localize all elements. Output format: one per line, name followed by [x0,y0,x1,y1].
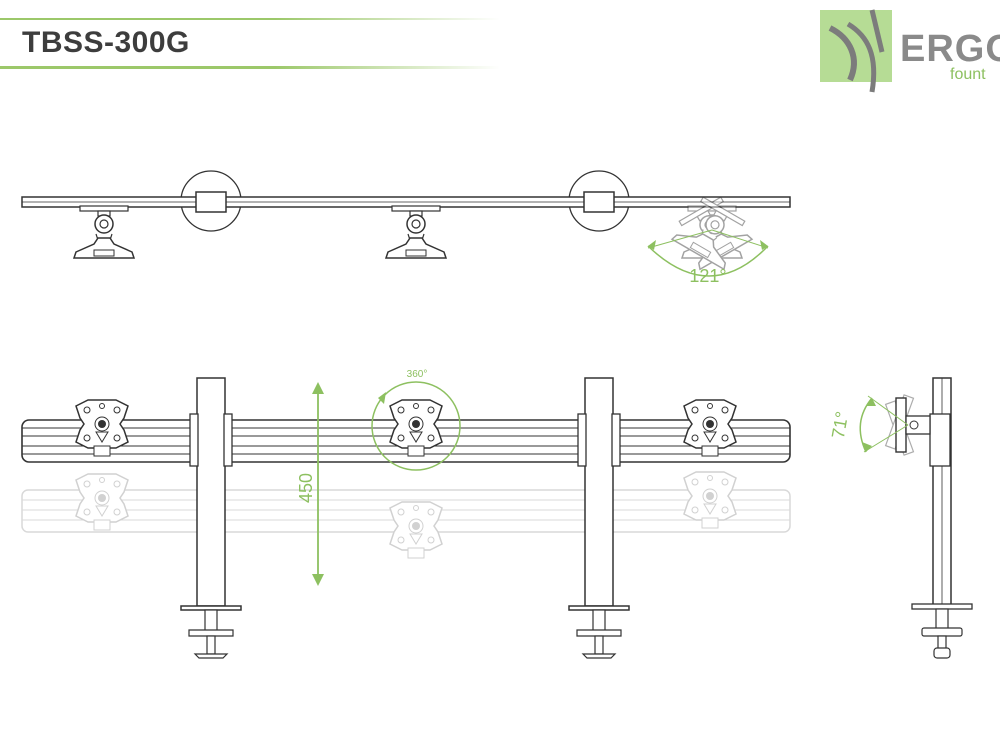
swivel-arc [647,245,769,277]
logo-sub-text: fount [950,66,986,83]
side-crossbar-clamp [929,413,951,467]
top-view: 121° [21,170,791,286]
pole-connector-right [583,191,615,213]
side-view: 71° [828,377,973,659]
logo-brand-text: ERGO [900,28,1000,70]
header-rule-bottom [0,66,500,69]
vesa-mount-top-left [73,205,135,259]
pole-connector-left [195,191,227,213]
logo-swoosh-icon [846,21,877,93]
rotation-circle [371,381,461,471]
lowered-position-ghost [21,471,791,559]
front-view: 360° 450 [21,369,791,659]
header-rule-top [0,18,500,20]
height-dimension-label: 450 [296,473,316,503]
tilt-angle-label: 71° [828,410,852,440]
model-title: TBSS-300G [22,26,190,59]
vesa-mount-top-center [385,205,447,259]
rotation-angle-label: 360° [407,369,428,380]
swivel-angle-label: 121° [689,266,726,286]
side-tilt-head [884,394,931,456]
ergofount-logo [820,9,892,93]
